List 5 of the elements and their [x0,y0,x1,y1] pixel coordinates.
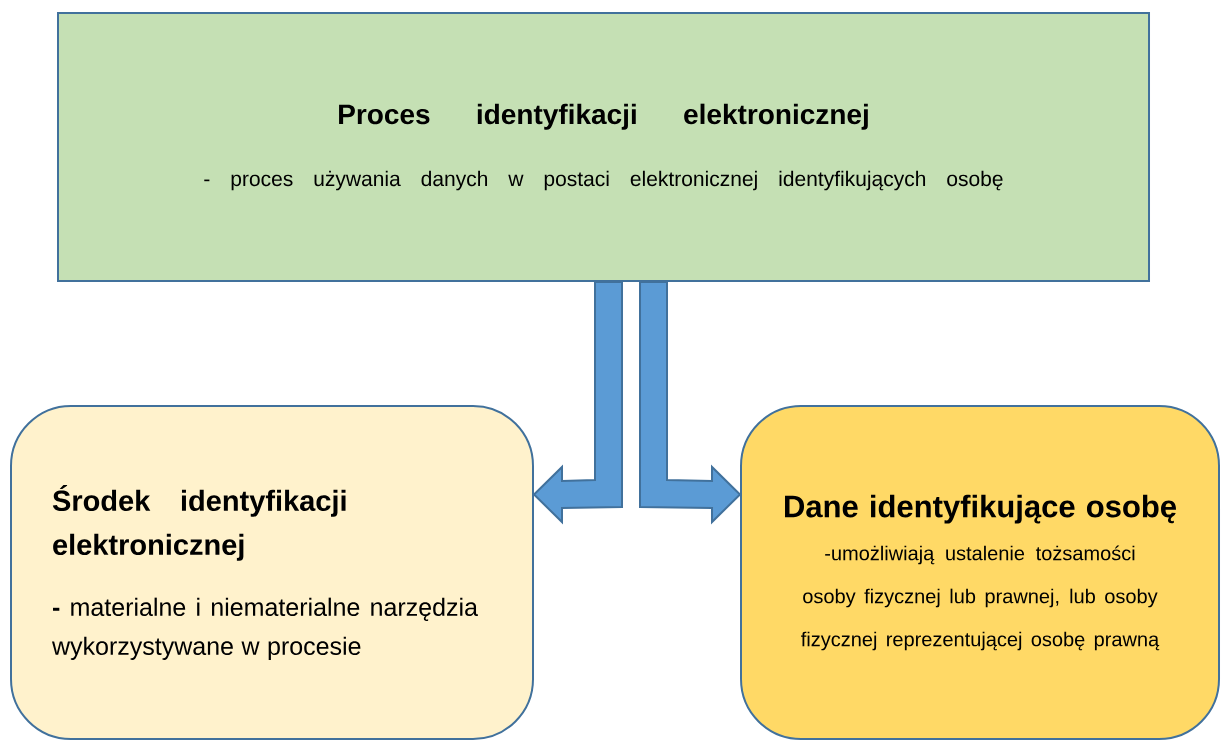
block-arrow [532,281,623,525]
rounded-box: Dane identyfikujące osobę -umożliwiają ustalenie tożsamości osoby fizycznej lub prawnej, lub osoby fizycznej reprezentującej osobę prawną [740,405,1220,740]
rounded-box: Środek identyfikacji elektronicznej - materialne i niematerialne narzędzia wykorzystywane w procesie [10,405,534,740]
block-arrow [639,281,742,525]
definition-box: Proces identyfikacji elektronicznej - proces używania danych w postaci elektronicznej identyfikujących osobę [57,12,1150,282]
